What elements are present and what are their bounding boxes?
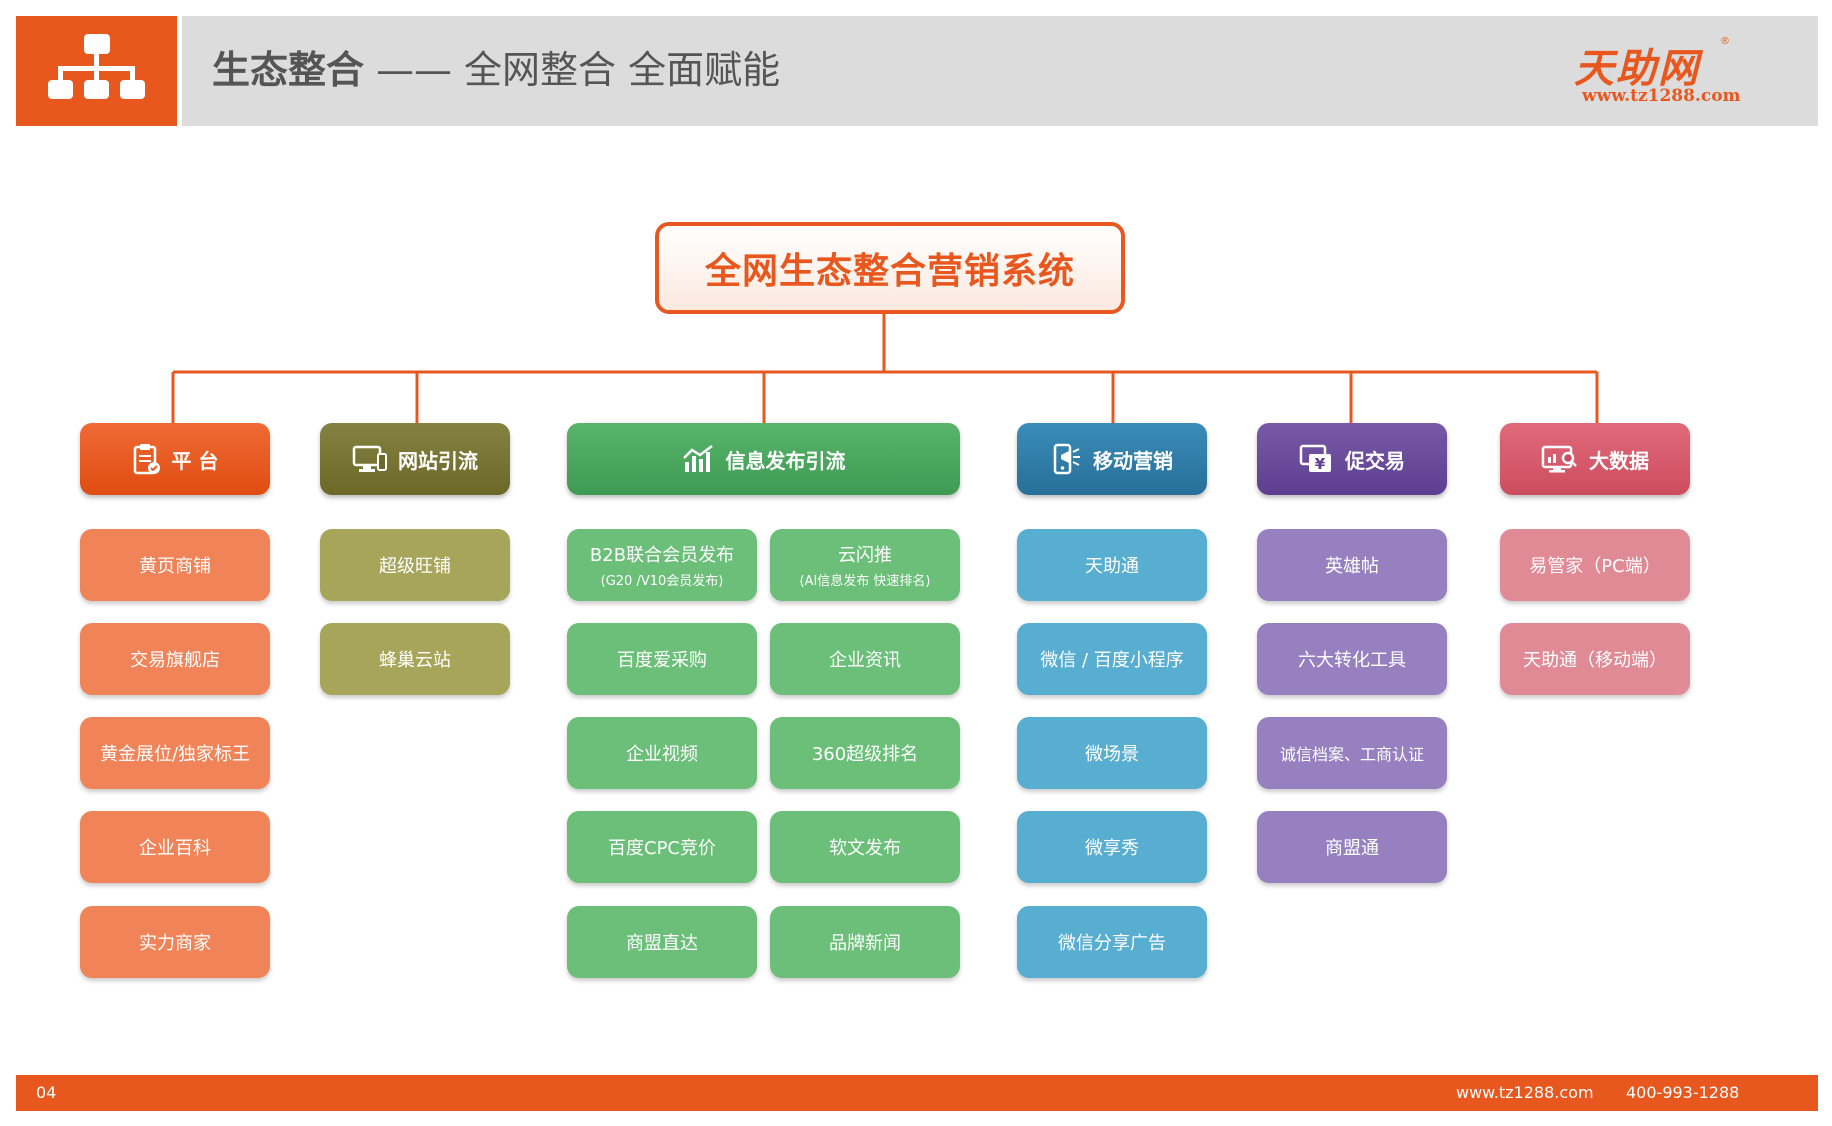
item-info: 企业资讯	[770, 623, 960, 695]
item-label: 商盟直达	[626, 933, 698, 954]
item-label: 蜂巢云站	[379, 650, 451, 671]
org-chart-icon-box	[16, 16, 177, 126]
brand-logo: 天助网 ® www.tz1288.com	[1568, 36, 1752, 110]
item-label: 黄金展位/独家标王	[99, 744, 251, 765]
item-sublabel: (G20 /V10会员发布)	[600, 574, 724, 589]
category-label: 网站引流	[398, 448, 478, 473]
category-label: 大数据	[1589, 448, 1649, 473]
item-trade: 诚信档案、工商认证	[1257, 717, 1447, 789]
item-label: 百度CPC竞价	[608, 838, 716, 859]
item-bigdata: 天助通（移动端）	[1500, 623, 1690, 695]
page-title: 生态整合——全网整合 全面赋能	[212, 44, 780, 96]
category-trade: ¥ 促交易	[1257, 423, 1447, 495]
item-label: 百度爱采购	[617, 650, 707, 671]
mobile-broadcast-icon	[1053, 443, 1080, 475]
item-info: 品牌新闻	[770, 906, 960, 978]
item-label: 交易旗舰店	[130, 650, 220, 671]
item-label: 六大转化工具	[1298, 650, 1406, 671]
item-sublabel: (AI信息发布 快速排名)	[799, 574, 931, 589]
monitor-icon	[352, 445, 387, 472]
logo-url: www.tz1288.com	[1582, 86, 1741, 106]
category-info-publish: 信息发布引流	[567, 423, 960, 495]
item-info: 百度CPC竞价	[567, 811, 757, 883]
root-node: 全网生态整合营销系统	[655, 222, 1125, 314]
item-label: 超级旺铺	[379, 556, 451, 577]
item-label: 英雄帖	[1325, 556, 1379, 577]
item-platform: 交易旗舰店	[80, 623, 270, 695]
item-label: 诚信档案、工商认证	[1279, 745, 1424, 764]
item-platform: 企业百科	[80, 811, 270, 883]
item-label: 微享秀	[1085, 838, 1139, 859]
item-platform: 黄金展位/独家标王	[80, 717, 270, 789]
footer-bar: 04 www.tz1288.com 400-993-1288	[16, 1075, 1818, 1111]
item-label: 品牌新闻	[829, 933, 901, 954]
item-mobile: 微场景	[1017, 717, 1207, 789]
logo-registered-mark: ®	[1720, 36, 1730, 47]
footer-website: www.tz1288.com	[1456, 1083, 1594, 1102]
footer-phone: 400-993-1288	[1626, 1083, 1740, 1102]
item-trade: 商盟通	[1257, 811, 1447, 883]
page-title-main: 生态整合	[212, 48, 365, 92]
item-label: 商盟通	[1325, 838, 1379, 859]
item-label: 云闪推	[838, 545, 892, 566]
item-label: 实力商家	[139, 933, 211, 954]
item-label: 企业百科	[139, 838, 211, 859]
page-title-sub: 全网整合 全面赋能	[464, 48, 781, 92]
category-label: 移动营销	[1093, 448, 1173, 473]
category-platform: 平 台	[80, 423, 270, 495]
category-bigdata: 大数据	[1500, 423, 1690, 495]
item-label: 天助通（移动端）	[1523, 650, 1667, 671]
chart-bars-icon	[682, 445, 713, 472]
item-label: 软文发布	[829, 838, 901, 859]
page-title-dash: ——	[376, 48, 453, 92]
item-info: 百度爱采购	[567, 623, 757, 695]
item-label: 黄页商铺	[139, 556, 211, 577]
item-label: 易管家（PC端）	[1529, 556, 1661, 577]
category-label: 促交易	[1345, 448, 1405, 473]
item-label: 企业资讯	[829, 650, 901, 671]
item-info: 360超级排名	[770, 717, 960, 789]
item-label: 360超级排名	[811, 744, 919, 765]
org-chart-icon	[48, 34, 145, 99]
item-platform: 实力商家	[80, 906, 270, 978]
item-mobile: 天助通	[1017, 529, 1207, 601]
item-info: 商盟直达	[567, 906, 757, 978]
category-mobile: 移动营销	[1017, 423, 1207, 495]
svg-text:¥: ¥	[1315, 455, 1326, 473]
item-platform: 黄页商铺	[80, 529, 270, 601]
root-label: 全网生态整合营销系统	[704, 251, 1075, 292]
item-website: 蜂巢云站	[320, 623, 510, 695]
item-info: 云闪推 (AI信息发布 快速排名)	[770, 529, 960, 601]
item-mobile: 微享秀	[1017, 811, 1207, 883]
yuan-screen-icon: ¥	[1299, 444, 1331, 473]
item-info: B2B联合会员发布 (G20 /V10会员发布)	[567, 529, 757, 601]
item-website: 超级旺铺	[320, 529, 510, 601]
item-label: 微信 / 百度小程序	[1040, 650, 1184, 671]
clipboard-check-icon	[133, 444, 160, 475]
item-label: 微场景	[1085, 744, 1139, 765]
header-bar	[182, 16, 1818, 126]
item-trade: 六大转化工具	[1257, 623, 1447, 695]
category-label: 信息发布引流	[725, 448, 846, 473]
category-label: 平 台	[171, 448, 219, 473]
item-bigdata: 易管家（PC端）	[1500, 529, 1690, 601]
item-label: 微信分享广告	[1058, 933, 1166, 954]
item-info: 企业视频	[567, 717, 757, 789]
item-label: B2B联合会员发布	[589, 545, 735, 566]
item-info: 软文发布	[770, 811, 960, 883]
item-mobile: 微信分享广告	[1017, 906, 1207, 978]
logo-name: 天助网	[1574, 46, 1700, 92]
item-label: 企业视频	[626, 744, 698, 765]
item-label: 天助通	[1085, 556, 1139, 577]
item-trade: 英雄帖	[1257, 529, 1447, 601]
page-number: 04	[36, 1083, 57, 1102]
category-website: 网站引流	[320, 423, 510, 495]
screen-search-icon	[1541, 445, 1577, 473]
item-mobile: 微信 / 百度小程序	[1017, 623, 1207, 695]
